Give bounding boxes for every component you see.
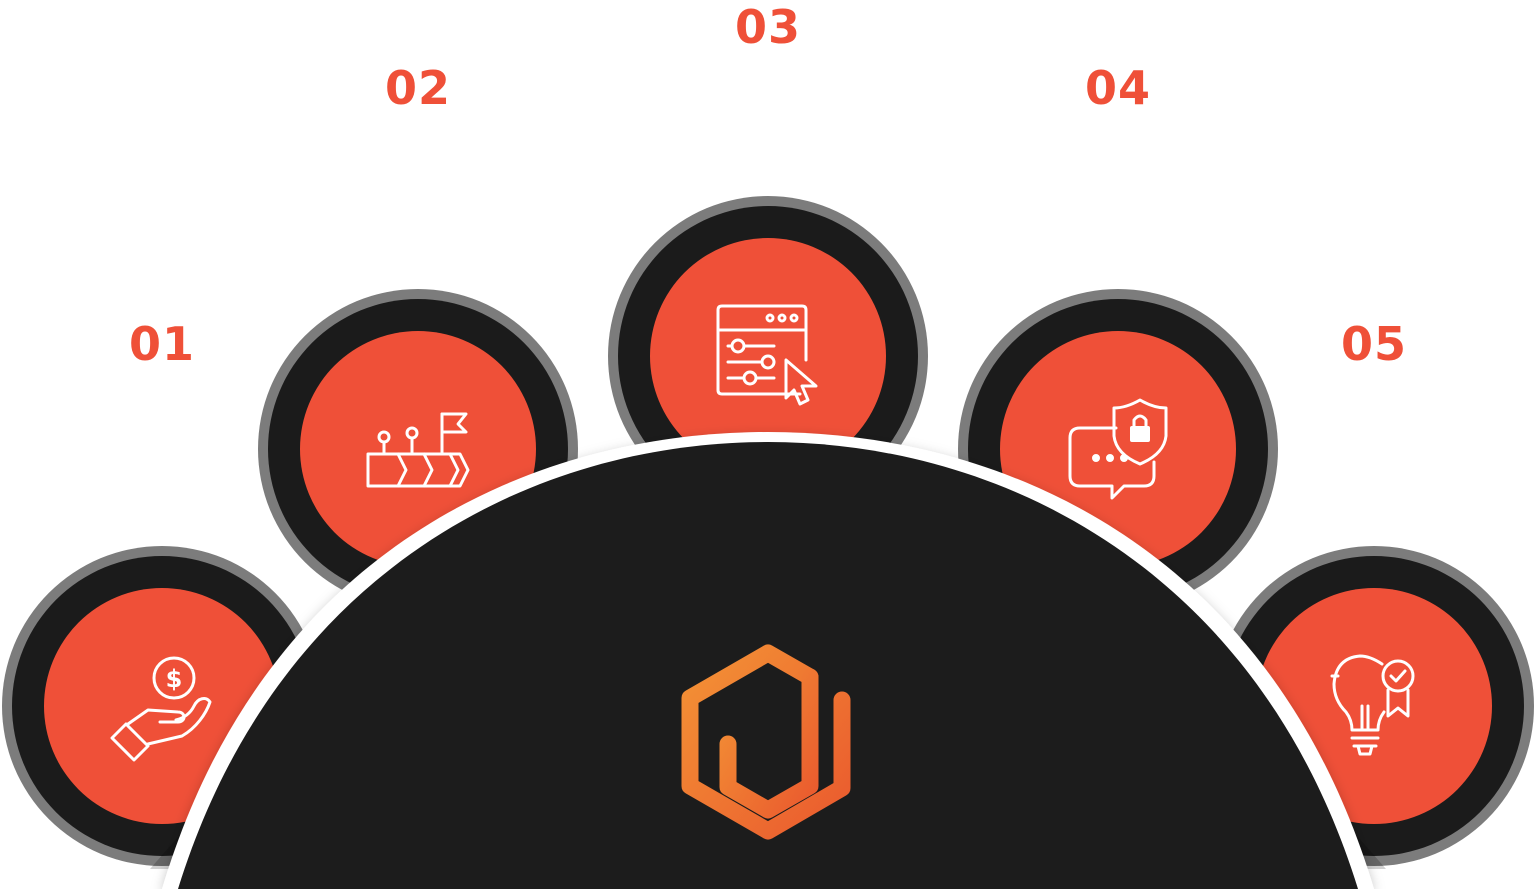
- step-number-1: 01: [128, 317, 195, 371]
- step-number-5: 05: [1340, 317, 1407, 371]
- hexagon-logo-icon: [681, 644, 851, 840]
- step-number-2: 02: [384, 61, 451, 115]
- hand-coin-dollar-icon: $: [110, 656, 212, 762]
- roadmap-flag-icon: [366, 412, 470, 488]
- lightbulb-award-icon: [1330, 654, 1415, 756]
- step-number-3: 03: [734, 0, 801, 54]
- chat-shield-lock-icon: [1068, 398, 1168, 500]
- svg-text:$: $: [166, 665, 183, 693]
- browser-settings-cursor-icon: [716, 304, 818, 406]
- step-number-4: 04: [1084, 61, 1151, 115]
